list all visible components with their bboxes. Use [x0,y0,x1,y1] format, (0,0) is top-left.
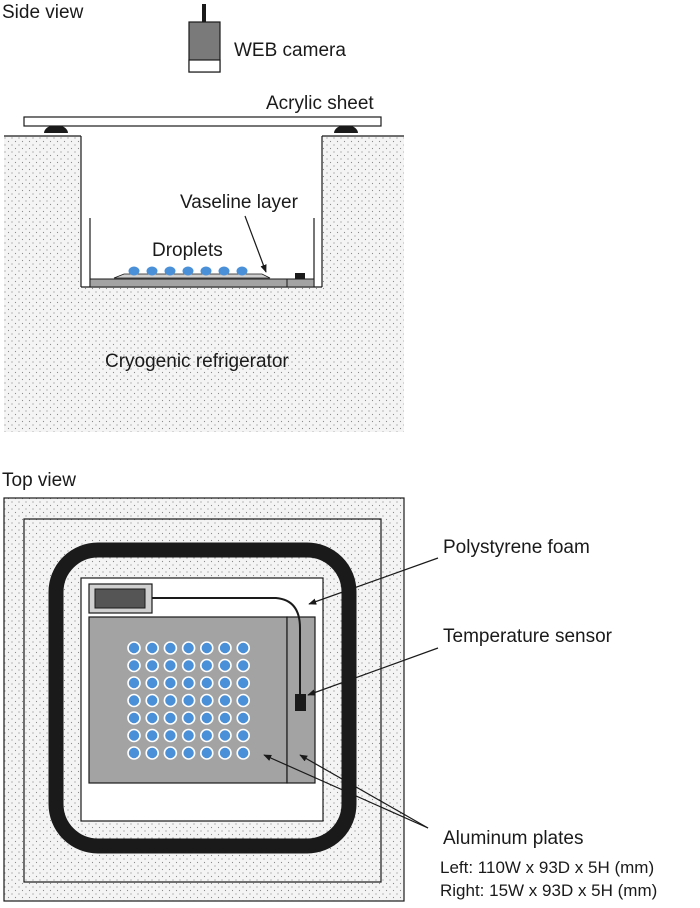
droplet-top [236,641,250,655]
droplet-top [127,676,141,690]
droplet-top [236,693,250,708]
web-camera-icon [188,4,221,73]
droplet-top [181,658,196,673]
droplet-top [200,746,214,760]
droplet-top [145,728,159,743]
sensor-cable [152,597,301,695]
droplet-top [163,641,178,655]
droplet-top [163,676,178,690]
droplet-top [236,746,250,760]
aluminum-plates-label: Aluminum plates [443,828,583,849]
droplet-top [200,676,214,690]
droplet-top [127,641,141,655]
droplet-top [218,676,232,690]
side-view: Side view WEB camera Acrylic sheet [2,2,404,432]
droplet-top [200,641,214,655]
droplet-side [236,266,248,276]
droplet-top [127,693,141,708]
droplet-top [218,693,232,708]
refrigerator-top-inner [23,518,382,883]
droplet-top [200,728,214,743]
data-logger-icon [88,583,153,614]
droplet-top [163,658,178,673]
side-view-heading: Side view [2,2,84,23]
droplet-top [145,746,159,760]
acrylic-sheet-label: Acrylic sheet [266,93,374,114]
droplet-top [181,676,196,690]
droplet-top [236,658,250,673]
acrylic-sheet [23,116,382,127]
droplet-top [200,658,214,673]
droplet-top [236,676,250,690]
droplet-side [218,266,230,276]
droplet-top [145,641,159,655]
right-plate-dimensions: Right: 15W x 93D x 5H (mm) [440,881,657,900]
vaseline-layer [113,273,271,279]
droplet-side [200,266,212,276]
web-camera-label: WEB camera [234,40,346,61]
droplet-top [181,711,196,725]
cryogenic-refrigerator-label: Cryogenic refrigerator [105,351,289,372]
droplet-top [127,658,141,673]
droplet-top [218,711,232,725]
top-view: Top view Polystyrene foam Temperature se… [2,470,657,902]
support-right-icon [334,125,358,133]
aluminum-plate-left-side [89,278,288,288]
cryogenic-refrigerator-body [4,136,404,432]
droplet-top [145,711,159,725]
droplet-top [163,746,178,760]
droplet-top [181,693,196,708]
temperature-sensor-top-icon [295,694,306,711]
droplet-top [163,693,178,708]
droplet-top [200,693,214,708]
droplet-top [236,728,250,743]
polystyrene-foam-label: Polystyrene foam [443,537,590,558]
top-view-heading: Top view [2,470,76,491]
droplet-top [181,746,196,760]
side-droplets [128,266,248,276]
droplet-top [127,728,141,743]
left-plate-dimensions: Left: 110W x 93D x 5H (mm) [440,858,654,877]
droplet-side [128,266,140,276]
droplet-side [164,266,176,276]
temperature-sensor-label: Temperature sensor [443,626,613,647]
droplet-top [163,728,178,743]
droplets-label: Droplets [152,240,223,261]
droplet-top [218,728,232,743]
droplet-top [236,711,250,725]
droplet-top [163,711,178,725]
droplet-top [181,641,196,655]
vaseline-layer-label: Vaseline layer [180,192,299,213]
vaseline-arrow [244,215,267,273]
droplet-top [218,746,232,760]
droplet-side [182,266,194,276]
droplet-top [181,728,196,743]
droplet-top [127,711,141,725]
droplet-top [218,658,232,673]
foam-arrow [308,557,439,605]
droplet-side [146,266,158,276]
droplet-top [145,658,159,673]
rubber-ring [48,542,357,854]
aluminum-plate-right-side [286,278,315,288]
plate-right-arrow [299,754,429,829]
droplet-top [145,693,159,708]
temperature-sensor-side-icon [295,273,305,279]
droplet-top [127,746,141,760]
droplet-top [145,676,159,690]
plate-left-arrow [263,754,429,829]
sensor-arrow [307,647,439,696]
support-left-icon [44,125,68,133]
top-droplet-grid [127,641,250,760]
droplet-top [218,641,232,655]
droplet-top [200,711,214,725]
